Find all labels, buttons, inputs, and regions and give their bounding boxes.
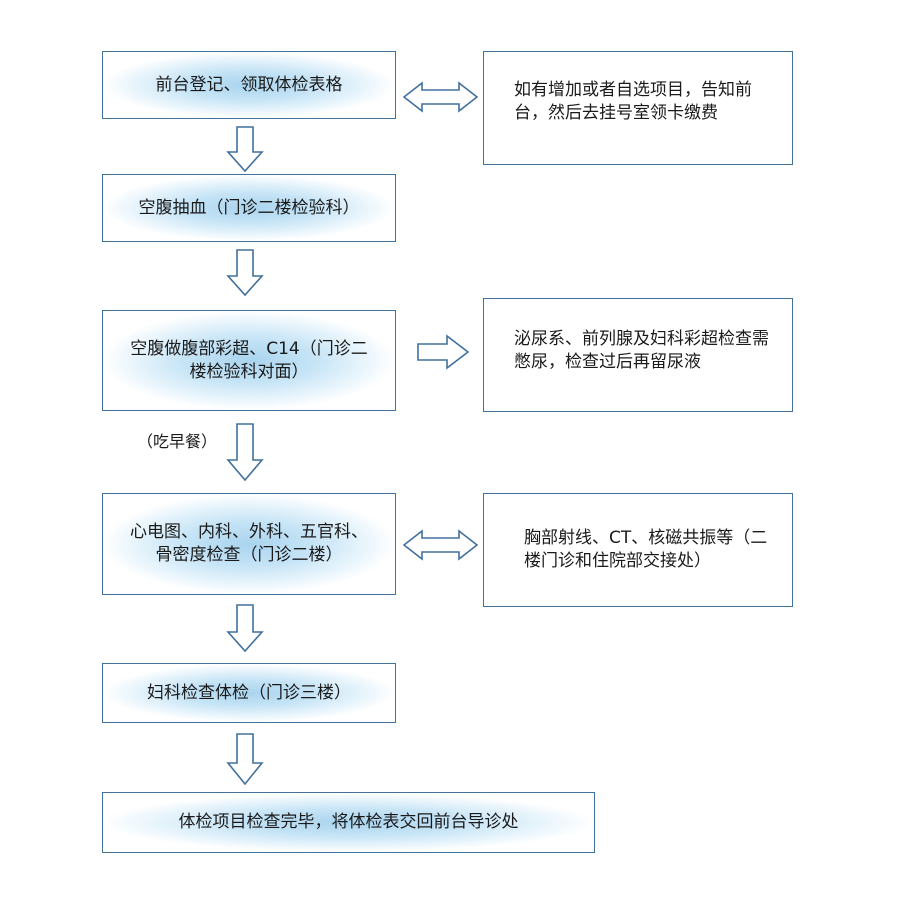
side-note-full-bladder: 泌尿系、前列腺及妇科彩超检查需憋尿，检查过后再留尿液 [483,298,793,412]
down-arrow-1 [226,126,264,173]
step-gynecology-exam-text: 妇科检查体检（门诊三楼） [147,682,351,703]
side-note-extra-items: 如有增加或者自选项目，告知前台，然后去挂号室领卡缴费 [483,51,793,165]
double-arrow-2 [402,529,479,561]
side-note-imaging-text: 胸部射线、CT、核磁共振等（二楼门诊和住院部交接处） [524,528,768,571]
step-ultrasound-c14: 空腹做腹部彩超、C14（门诊二楼检验科对面） [102,310,396,411]
down-arrow-5 [226,733,264,786]
step-exam-complete-text: 体检项目检查完毕，将体检表交回前台导诊处 [178,812,519,832]
step-fasting-blood-draw: 空腹抽血（门诊二楼检验科） [102,174,396,242]
side-note-extra-items-text: 如有增加或者自选项目，告知前台，然后去挂号室领卡缴费 [514,80,752,123]
step-fasting-blood-draw-text: 空腹抽血（门诊二楼检验科） [138,197,360,218]
breakfast-note: （吃早餐） [137,432,217,452]
step-ultrasound-c14-text: 空腹做腹部彩超、C14（门诊二楼检验科对面） [130,338,368,382]
breakfast-note-text: （吃早餐） [137,432,218,451]
step-front-desk-registration-text: 前台登记、领取体检表格 [155,74,343,95]
down-arrow-3 [226,423,264,482]
step-ecg-medical-checks: 心电图、内科、外科、五官科、骨密度检查（门诊二楼） [102,493,396,595]
step-front-desk-registration: 前台登记、领取体检表格 [102,51,396,119]
step-exam-complete: 体检项目检查完毕，将体检表交回前台导诊处 [102,792,595,853]
side-note-imaging: 胸部射线、CT、核磁共振等（二楼门诊和住院部交接处） [483,493,793,607]
step-ecg-medical-checks-text: 心电图、内科、外科、五官科、骨密度检查（门诊二楼） [130,522,368,565]
side-note-full-bladder-text: 泌尿系、前列腺及妇科彩超检查需憋尿，检查过后再留尿液 [514,329,769,372]
double-arrow-1 [402,81,479,113]
down-arrow-4 [226,604,264,653]
right-arrow-1 [417,334,470,370]
step-gynecology-exam: 妇科检查体检（门诊三楼） [102,663,396,723]
down-arrow-2 [226,249,264,297]
